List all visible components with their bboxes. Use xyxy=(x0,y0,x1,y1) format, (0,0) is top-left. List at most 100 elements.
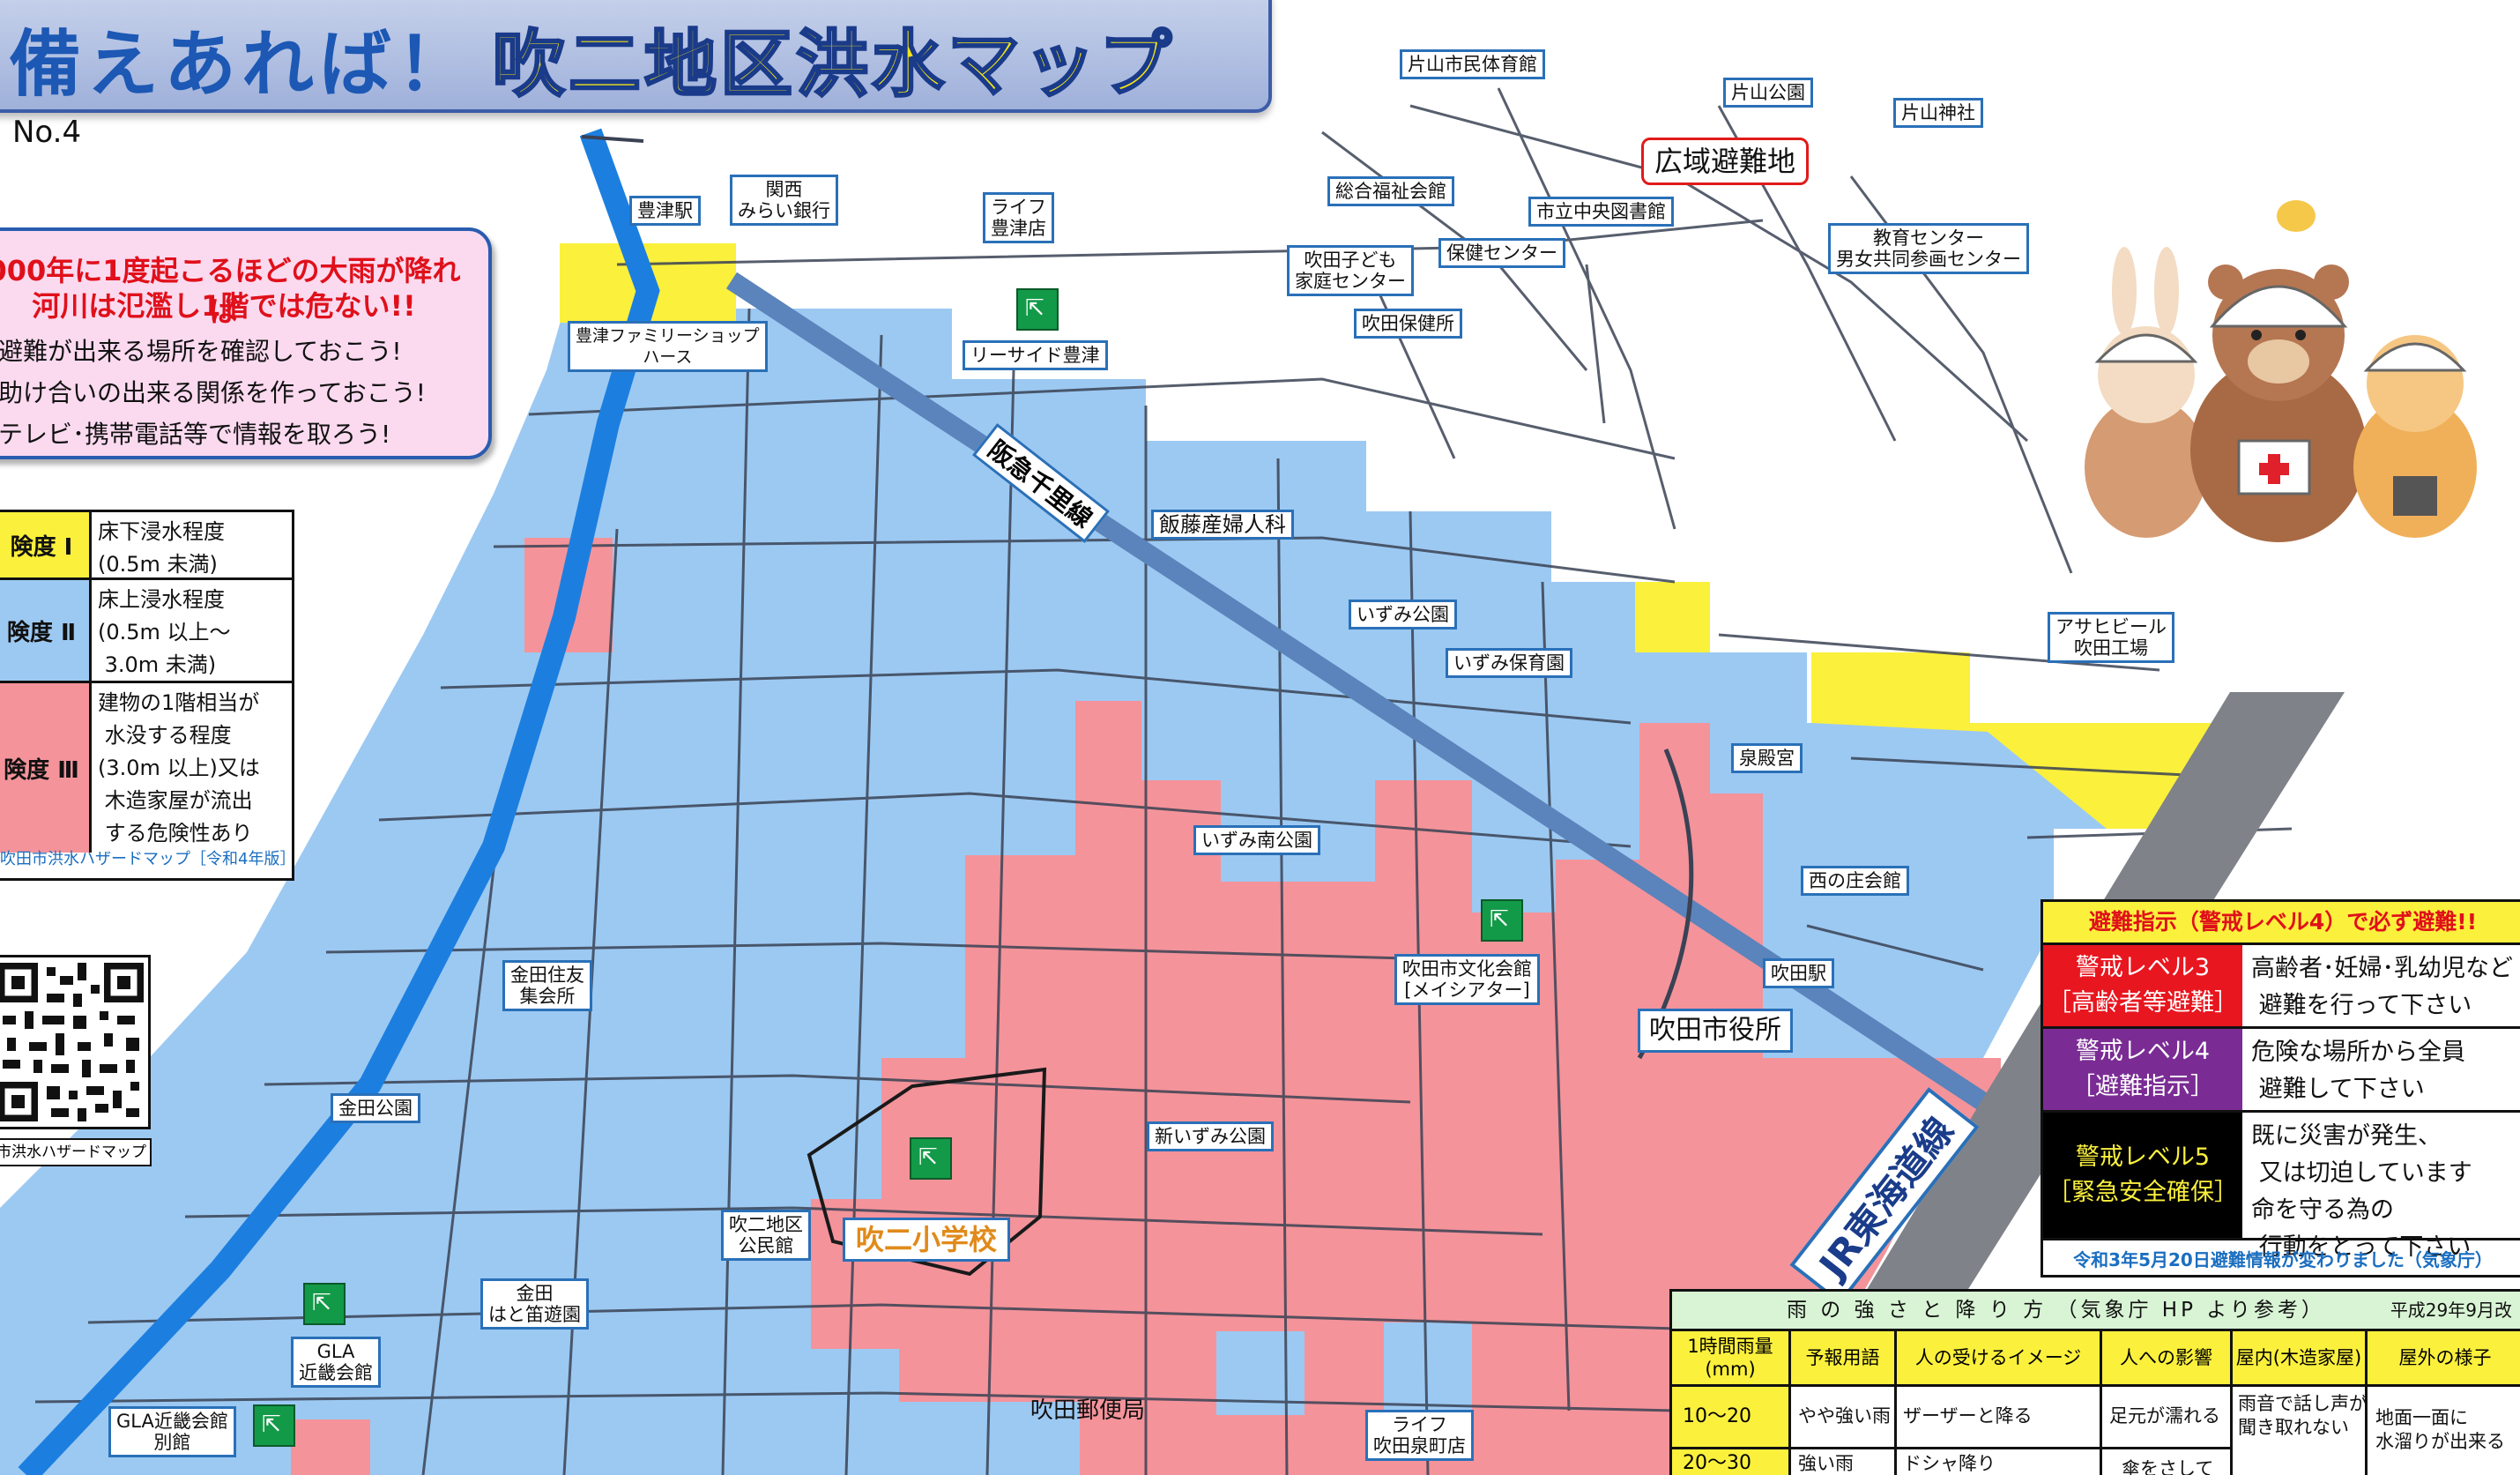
label-sendengu-shrine[interactable]: 泉殿宮 xyxy=(1731,743,1803,773)
zone-level-3 xyxy=(1075,701,1141,780)
title-banner: 備えあれば！ 吹二地区洪水マップ xyxy=(0,0,1272,113)
label-katayama-gym[interactable]: 片山市民体育館 xyxy=(1400,49,1545,79)
tip-3: ☆ テレビ･携帯電話等で情報を取ろう! xyxy=(0,420,391,449)
legend-desc-2: 床上浸水程度 (0.5m 以上～ 3.0m 未満) xyxy=(98,587,231,677)
label-post-office[interactable]: 吹田郵便局 xyxy=(1030,1397,1146,1424)
risk-legend: 険度 Ⅰ 床下浸水程度 (0.5m 未満) 険度 Ⅱ 床上浸水程度 (0.5m … xyxy=(0,510,294,881)
rain-col-line xyxy=(2230,1384,2233,1475)
title-left: 備えあれば！ xyxy=(9,23,475,107)
warning-box: 000年に1度起こるほどの大雨が降れば 河川は氾濫し1階では危ない!! ☆ 避難… xyxy=(0,227,492,459)
label-nishinosho-hall[interactable]: 西の庄会館 xyxy=(1801,866,1909,896)
label-welfare-hall[interactable]: 総合福祉会館 xyxy=(1327,176,1454,206)
label-elementary-school[interactable]: 吹二小学校 xyxy=(843,1218,1011,1262)
rain-header-term: 予報用語 xyxy=(1791,1331,1897,1384)
label-central-library[interactable]: 市立中央図書館 xyxy=(1528,197,1674,227)
rain-divider xyxy=(1672,1447,2233,1449)
evacuation-marker-icon[interactable]: ⇱ xyxy=(303,1283,346,1325)
alert-row-level-4: 警戒レベル4 ［避難指示］ 危険な場所から全員 避難して下さい xyxy=(2043,1029,2520,1113)
label-life-izumi[interactable]: ライフ 吹田泉町店 xyxy=(1365,1410,1474,1461)
rain-header-effect: 人への影響 xyxy=(2102,1331,2233,1384)
zone-level-3 xyxy=(291,1419,370,1475)
rain-header-indoor: 屋内(木造家屋) xyxy=(2233,1331,2368,1384)
label-katayama-shrine[interactable]: 片山神社 xyxy=(1893,98,1983,128)
zone-level-1 xyxy=(1635,582,1710,652)
alert-levels-table: 避難指示（警戒レベル4）で必ず避難!! 警戒レベル3 ［高齢者等避難］ 高齢者･… xyxy=(2041,899,2520,1278)
school-outline xyxy=(807,1067,1047,1277)
evacuation-marker-icon[interactable]: ⇱ xyxy=(910,1137,952,1180)
alert-row-level-5: 警戒レベル5 ［緊急安全確保］ 既に災害が発生、 又は切迫しています 命を守る為… xyxy=(2043,1113,2520,1261)
label-izumi-south-park[interactable]: いずみ南公園 xyxy=(1193,825,1320,855)
alert-key-level-4-sub: ［避難指示］ xyxy=(2071,1073,2214,1100)
legend-row-3: 険度 Ⅲ 建物の1階相当が 水没する程度 (3.0m 以上)又は 木造家屋が流出… xyxy=(0,683,292,853)
alert-key-level-3-title: 警戒レベル3 xyxy=(2075,954,2211,981)
label-suita-station[interactable]: 吹田駅 xyxy=(1763,958,1834,988)
alert-key-level-5-title: 警戒レベル5 xyxy=(2075,1143,2211,1171)
label-izumi-park[interactable]: いずみ公園 xyxy=(1349,600,1457,629)
alert-key-level-4: 警戒レベル4 ［避難指示］ xyxy=(2043,1029,2242,1110)
label-city-hall[interactable]: 吹田市役所 xyxy=(1638,1009,1793,1053)
alert-key-level-5: 警戒レベル5 ［緊急安全確保］ xyxy=(2043,1113,2242,1238)
warning-line-2: 河川は氾濫し1階では危ない!! xyxy=(32,289,416,323)
rain-row-1-term: やや強い雨 xyxy=(1798,1405,1891,1427)
label-public-health[interactable]: 吹田保健所 xyxy=(1354,309,1462,339)
evacuation-marker-icon[interactable]: ⇱ xyxy=(1016,288,1059,331)
legend-source: 吹田市洪水ハザードマップ［令和4年版］ xyxy=(0,850,296,868)
rain-row-2-amount: 20～30 xyxy=(1672,1449,1791,1475)
qr-caption: 市洪水ハザードマップ xyxy=(0,1138,152,1166)
street-grid xyxy=(34,87,2293,1475)
rain-row-1-amount: 10～20 xyxy=(1672,1387,1791,1447)
label-family-shop[interactable]: 豊津ファミリーショップ ハース xyxy=(568,321,768,372)
map-number: No.4 xyxy=(12,115,82,150)
alert-key-level-3-sub: ［高齢者等避難］ xyxy=(2048,989,2238,1017)
alert-desc-level-3: 高齢者･妊婦･乳幼児など 避難を行って下さい xyxy=(2251,955,2513,1019)
rain-col-line xyxy=(1894,1384,1897,1475)
label-life-toyotsu[interactable]: ライフ 豊津店 xyxy=(983,192,1054,243)
alert-desc-level-5: 既に災害が発生、 又は切迫しています 命を守る為の 行動をとって下さい xyxy=(2251,1122,2472,1261)
label-katayama-park[interactable]: 片山公園 xyxy=(1723,78,1813,108)
label-iizuka-clinic[interactable]: 飯藤産婦人科 xyxy=(1151,510,1294,540)
evacuation-marker-icon[interactable]: ⇱ xyxy=(253,1404,295,1447)
warning-line-1: 000年に1度起こるほどの大雨が降れば xyxy=(0,254,461,328)
qr-code[interactable] xyxy=(0,955,151,1129)
legend-key-2: 険度 Ⅱ xyxy=(0,580,92,681)
label-community-center[interactable]: 吹二地区 公民館 xyxy=(721,1210,811,1261)
label-culture-hall[interactable]: 吹田市文化会館 [メイシアター] xyxy=(1394,954,1540,1005)
qr-code-icon xyxy=(0,963,144,1121)
label-gla-annex[interactable]: GLA近畿会館 別館 xyxy=(108,1406,236,1457)
mascot-characters-illustration xyxy=(2085,200,2477,542)
label-new-izumi-park[interactable]: 新いずみ公園 xyxy=(1147,1121,1274,1151)
label-kaneda-sumitomo[interactable]: 金田住友 集会所 xyxy=(502,960,592,1011)
rain-col-line xyxy=(2365,1384,2368,1475)
alert-key-level-4-title: 警戒レベル4 xyxy=(2075,1038,2211,1065)
label-toyotsu-station[interactable]: 豊津駅 xyxy=(629,196,701,226)
alert-desc-level-4: 危険な場所から全員 避難して下さい xyxy=(2251,1039,2465,1103)
label-kaneda-park[interactable]: 金田公園 xyxy=(331,1093,420,1123)
alert-header: 避難指示（警戒レベル4）で必ず避難!! xyxy=(2043,902,2520,945)
label-health-center[interactable]: 保健センター xyxy=(1438,238,1565,268)
alert-row-level-3: 警戒レベル3 ［高齢者等避難］ 高齢者･妊婦･乳幼児など 避難を行って下さい xyxy=(2043,945,2520,1029)
label-izumi-nursery[interactable]: いずみ保育園 xyxy=(1446,648,1572,678)
label-gla-hall[interactable]: GLA 近畿会館 xyxy=(291,1337,381,1388)
label-kaneda-hatobue[interactable]: 金田 はと笛遊園 xyxy=(480,1278,589,1330)
label-kids-center[interactable]: 吹田子ども 家庭センター xyxy=(1287,245,1414,296)
rain-header-amount: 1時間雨量 (mm) xyxy=(1672,1331,1791,1384)
legend-desc-1: 床下浸水程度 (0.5m 未満) xyxy=(98,519,225,577)
rain-intensity-table: 雨 の 強 さ と 降 り 方 （気象庁 HP より参考） 平成29年9月改 1… xyxy=(1669,1289,2520,1475)
label-education-center[interactable]: 教育センター 男女共同参画センター xyxy=(1828,223,2029,274)
evacuation-marker-icon[interactable]: ⇱ xyxy=(1481,899,1523,942)
rain-col-line xyxy=(1788,1384,1791,1475)
tip-2: ☆ 助け合いの出来る関係を作っておこう! xyxy=(0,378,426,407)
label-leaside[interactable]: リーサイド豊津 xyxy=(963,340,1108,370)
label-wide-evacuation-area[interactable]: 広域避難地 xyxy=(1641,138,1810,185)
rain-row-2-effect: 傘をさして xyxy=(2122,1458,2214,1475)
rain-row-2-term: 強い雨 xyxy=(1798,1453,1854,1474)
legend-key-1: 険度 Ⅰ xyxy=(0,512,92,577)
zone-level-1 xyxy=(1811,652,2230,829)
rain-table-date: 平成29年9月改 xyxy=(2390,1300,2512,1321)
title-right: 吹二地区洪水マップ xyxy=(491,22,1176,108)
label-asahi-brewery[interactable]: アサヒビール 吹田工場 xyxy=(2048,612,2174,663)
label-kansai-bank[interactable]: 関西 みらい銀行 xyxy=(730,175,838,226)
rain-table-title-text: 雨 の 強 さ と 降 り 方 （気象庁 HP より参考） xyxy=(1787,1299,2325,1322)
river xyxy=(581,135,644,143)
rain-row-2-image: ドシャ降り xyxy=(1903,1453,1996,1474)
